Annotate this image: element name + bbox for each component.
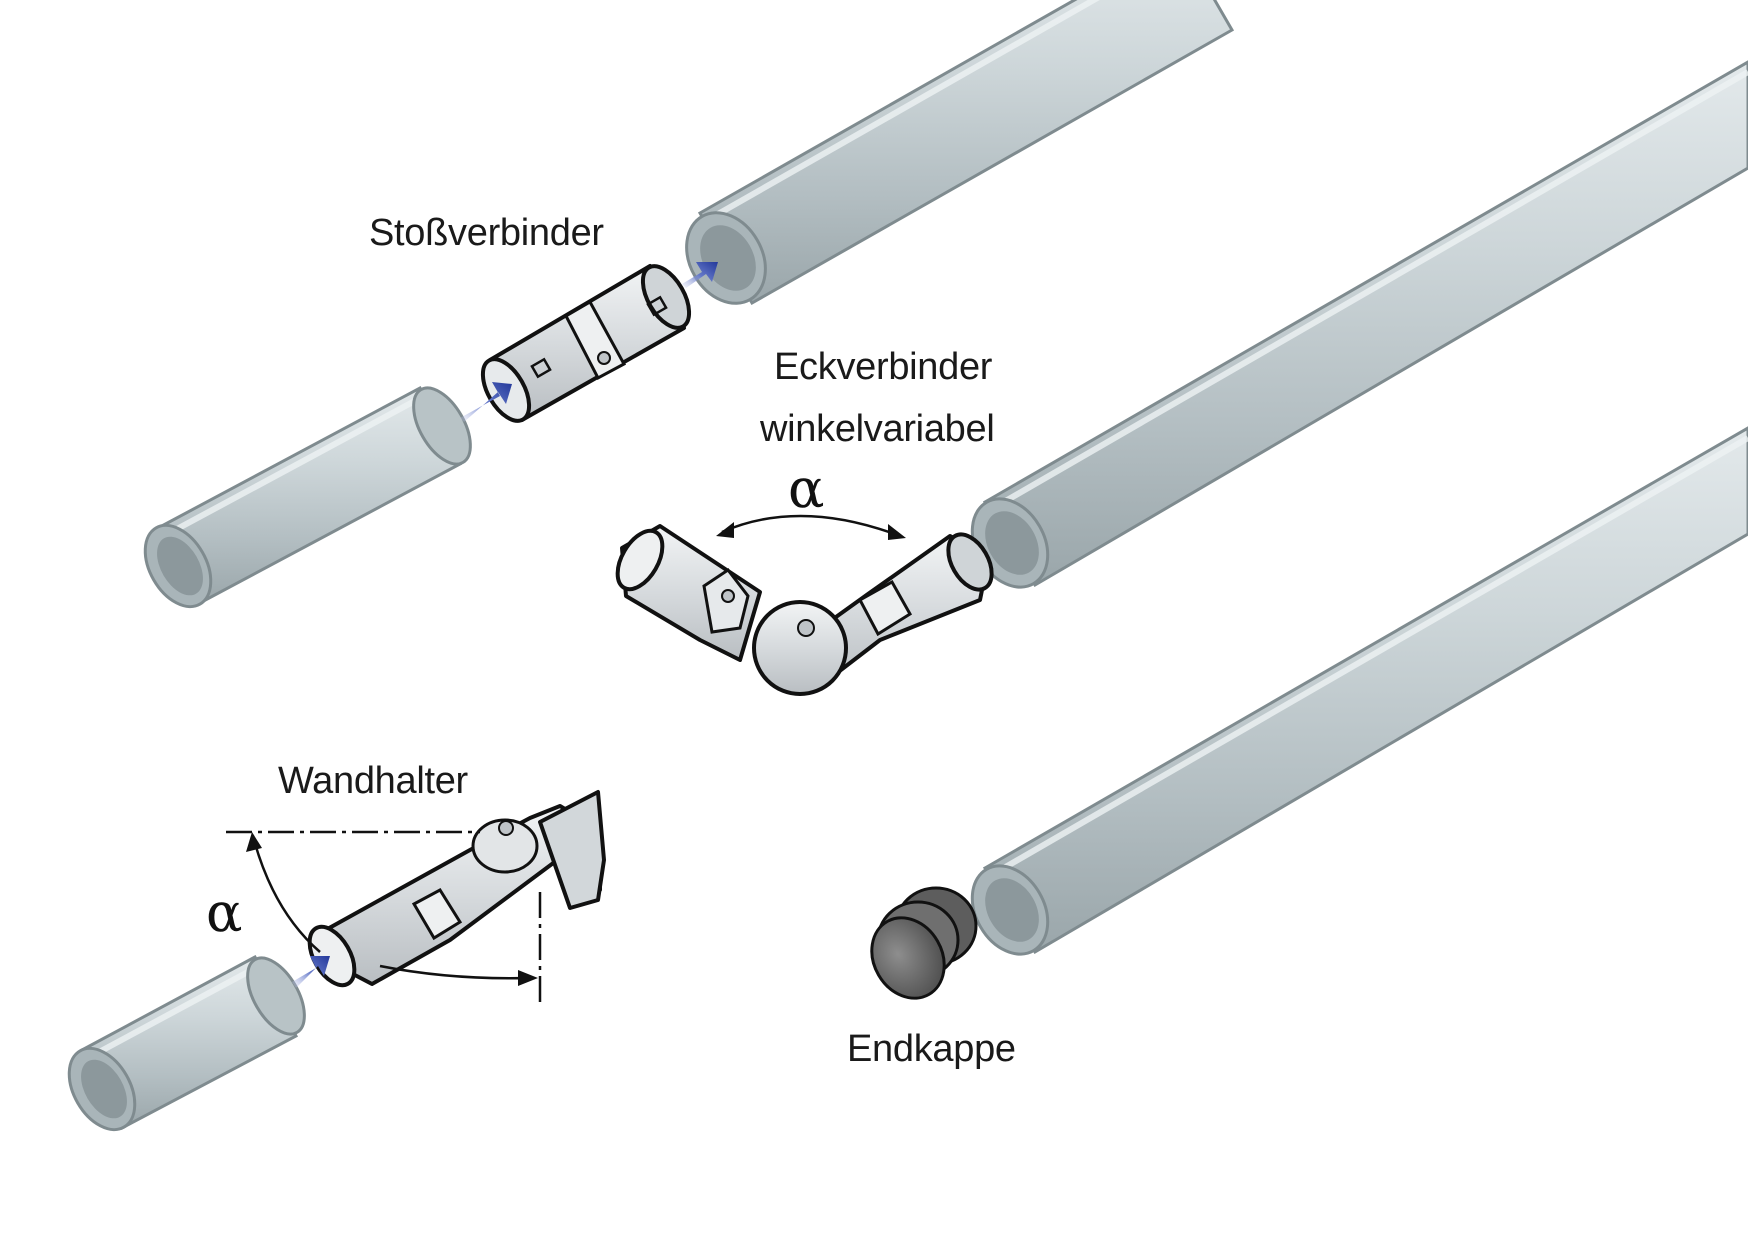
tube-left-short xyxy=(143,385,472,609)
tube-upper-long xyxy=(685,0,1235,306)
label-stossverbinder: Stoßverbinder xyxy=(369,212,604,254)
label-endkappe: Endkappe xyxy=(847,1028,1016,1070)
alpha-corner-symbol: α xyxy=(788,457,825,520)
wandhalter-bracket xyxy=(307,790,606,988)
tube-lower-long xyxy=(970,426,1748,956)
insert-arrow-icon xyxy=(292,262,718,988)
alpha-wall-symbol: α xyxy=(206,881,243,944)
label-eckverbinder-line2: winkelvariabel xyxy=(760,408,995,450)
endkappe-cap xyxy=(870,886,978,1000)
angle-arc-icon xyxy=(226,514,906,1004)
tube-bottom-left-short xyxy=(67,954,306,1132)
stossverbinder-connector xyxy=(480,264,692,423)
label-eckverbinder-line1: Eckverbinder xyxy=(774,346,993,388)
label-wandhalter: Wandhalter xyxy=(278,760,468,802)
eckverbinder-connector xyxy=(615,524,994,696)
